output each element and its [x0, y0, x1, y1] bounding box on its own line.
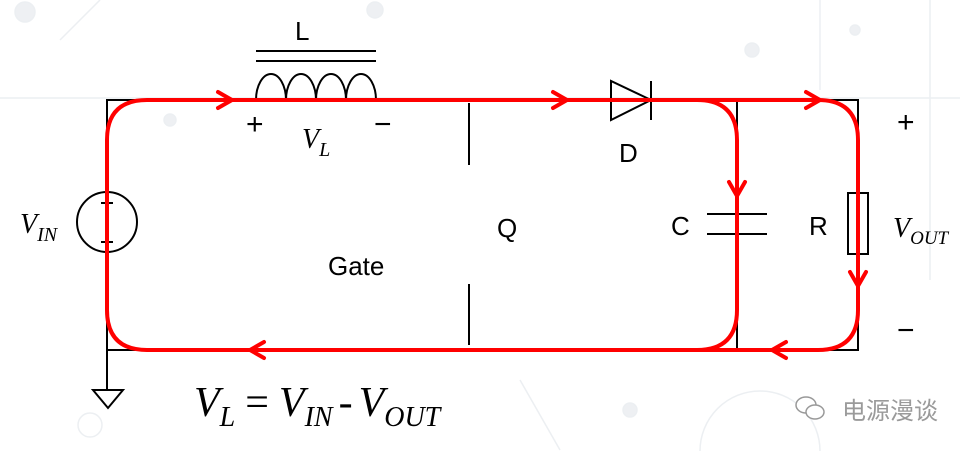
switch-label: Q	[497, 213, 517, 243]
arrow-down-icon	[848, 270, 868, 291]
inductor-label: L	[295, 16, 309, 46]
gate-label: Gate	[328, 251, 384, 281]
current-loop	[105, 90, 868, 360]
resistor-label: R	[809, 211, 828, 241]
arrow-right-icon	[216, 90, 237, 110]
arrow-left-icon	[767, 340, 788, 360]
inductor-minus-label: −	[374, 108, 392, 141]
arrow-right-icon	[551, 90, 572, 110]
inductor-symbol	[255, 50, 377, 101]
arrow-down-icon	[727, 180, 747, 201]
output-voltage-label: VOUT	[893, 213, 950, 249]
output-plus-label: +	[897, 106, 915, 139]
input-voltage-label: VIN	[20, 209, 59, 246]
circuit-wires	[106, 99, 859, 390]
inductor-voltage-label: VL	[302, 124, 330, 161]
arrow-right-icon	[804, 90, 825, 110]
voltage-equation: VL=VIN-VOUT	[194, 380, 443, 433]
capacitor-label: C	[671, 211, 690, 241]
watermark-text: 电源漫谈	[842, 397, 938, 425]
ground-icon	[90, 389, 126, 410]
arrow-left-icon	[245, 340, 266, 360]
diode-label: D	[619, 138, 638, 168]
wechat-icon	[795, 396, 825, 420]
output-minus-label: −	[897, 314, 915, 347]
inductor-plus-label: +	[246, 108, 264, 141]
